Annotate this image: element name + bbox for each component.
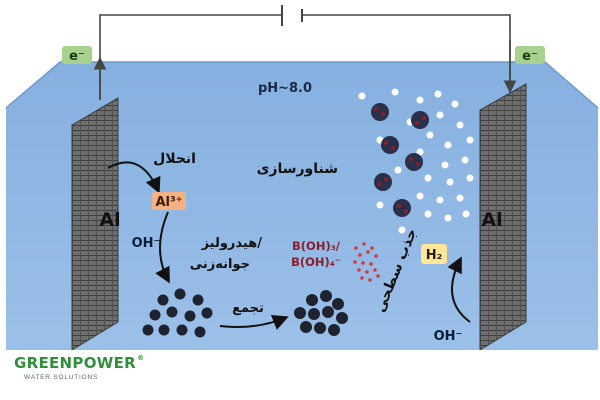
cathode-label: Al <box>481 209 502 231</box>
registered-mark: ® <box>137 354 145 362</box>
aggregation-arrow <box>219 315 289 330</box>
logo-tagline: WATER SOLUTIONS <box>24 374 99 381</box>
boron-label-line2: B(OH)₄⁻ <box>291 255 341 269</box>
water-surface <box>5 61 599 109</box>
dissolution-arrow <box>107 161 161 194</box>
hydrolysis-label-line2: جوانه‌زنی <box>190 257 250 272</box>
ph-label: pH~8.0 <box>258 81 312 96</box>
boron-label-line1: B(OH)₃/ <box>292 239 341 253</box>
al-ion-badge: Al³⁺ <box>155 195 182 210</box>
hydroxide-right-label: OH⁻ <box>434 329 463 344</box>
hydrogen-bubbles <box>358 88 474 234</box>
dissolution-label: انحلال <box>153 151 196 167</box>
electron-badge-right: e⁻ <box>522 49 538 64</box>
cathode-electrode <box>479 83 527 351</box>
flotation-label: شناورسازی <box>257 161 338 177</box>
hydrolysis-arrow <box>155 211 170 284</box>
floating-flocs <box>371 103 429 217</box>
anode-label: Al <box>99 209 120 231</box>
boron-dots <box>353 242 380 282</box>
hydrogen-badge-bg <box>421 244 447 264</box>
hydroxide-left-label: OH⁻ <box>132 236 161 251</box>
electron-badge-left-bg <box>62 46 92 64</box>
electron-badge-right-bg <box>515 46 545 64</box>
electron-badge-left: e⁻ <box>69 49 85 64</box>
hydrolysis-label-line1: هیدرولیز/ <box>201 236 263 251</box>
logo-name: GREENPOWER <box>14 354 136 372</box>
hydrogen-arrow <box>447 256 471 323</box>
aggregated-floc <box>294 290 348 336</box>
greenpower-logo: GREENPOWER® WATER SOLUTIONS <box>14 352 144 392</box>
footer-band <box>0 350 600 400</box>
hydrogen-badge: H₂ <box>426 248 443 263</box>
water-tank <box>6 62 598 350</box>
battery-icon <box>281 5 303 26</box>
al-ion-badge-bg <box>152 192 186 210</box>
nucleation-particles <box>142 288 213 338</box>
aggregation-label: تجمع <box>232 301 264 316</box>
anode-electrode <box>71 97 119 351</box>
